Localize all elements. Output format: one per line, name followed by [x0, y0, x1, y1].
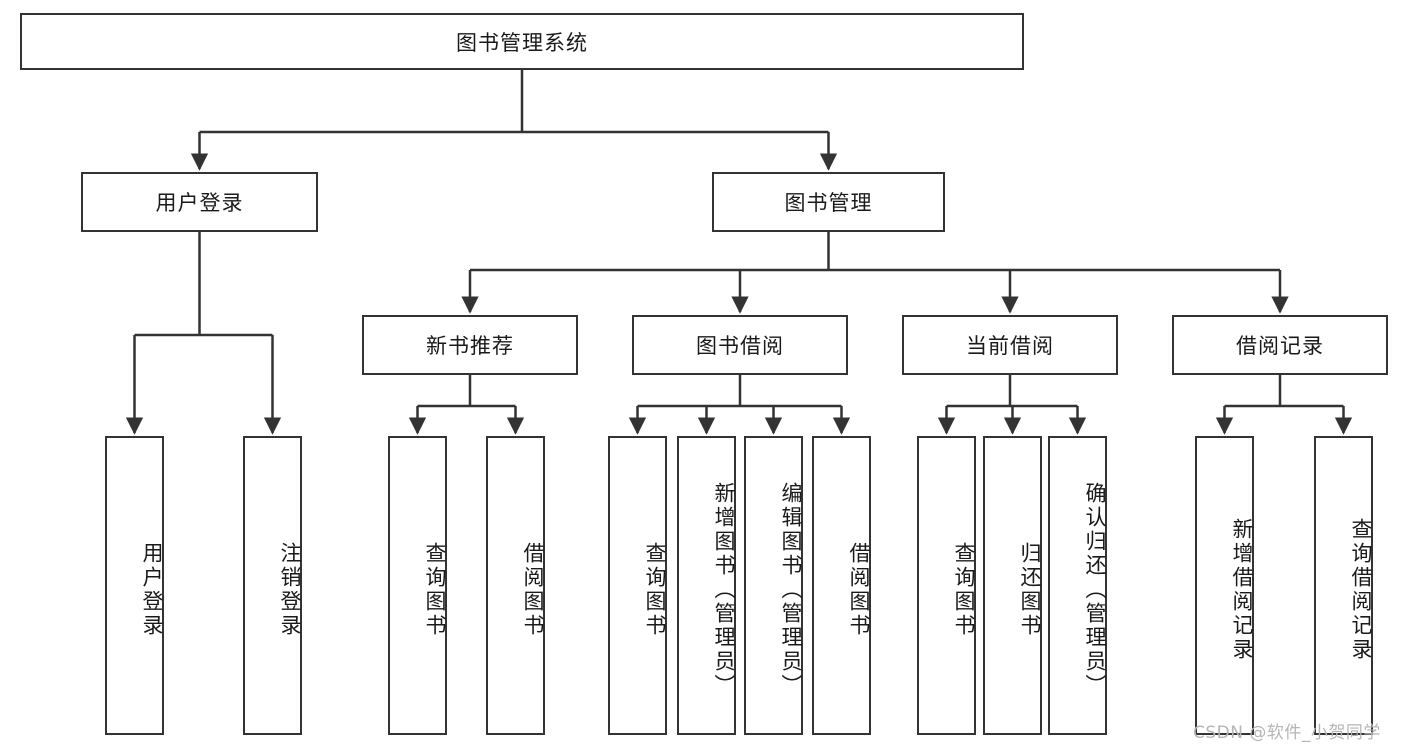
node-leaf-query-book-1-label: 查询图书 [423, 541, 447, 638]
node-leaf-query-book-1[interactable]: 查询图书 [388, 436, 447, 735]
node-leaf-add-record-label: 新增借阅记录 [1230, 517, 1254, 662]
node-leaf-borrow-book-1-label: 借阅图书 [521, 541, 545, 638]
node-book-manage[interactable]: 图书管理 [712, 172, 945, 232]
node-current-borrow[interactable]: 当前借阅 [902, 315, 1118, 375]
node-leaf-logout[interactable]: 注销登录 [243, 436, 302, 735]
node-leaf-user-login[interactable]: 用户登录 [105, 436, 164, 735]
node-new-book-recommend-label: 新书推荐 [426, 334, 514, 358]
node-leaf-edit-book[interactable]: 编辑图书（管理员） [744, 436, 803, 735]
node-borrow-record[interactable]: 借阅记录 [1172, 315, 1388, 375]
node-leaf-return-book-label: 归还图书 [1018, 541, 1042, 638]
node-root-label: 图书管理系统 [456, 30, 588, 55]
node-leaf-query-book-2-label: 查询图书 [643, 541, 667, 638]
node-book-manage-label: 图书管理 [784, 191, 873, 215]
node-leaf-add-record[interactable]: 新增借阅记录 [1195, 436, 1254, 735]
node-leaf-add-book-label: 新增图书（管理员） [712, 481, 736, 698]
node-book-borrow[interactable]: 图书借阅 [632, 315, 848, 375]
node-leaf-borrow-book-2[interactable]: 借阅图书 [812, 436, 871, 735]
node-user-login[interactable]: 用户登录 [81, 172, 318, 232]
node-leaf-edit-book-label: 编辑图书（管理员） [779, 481, 803, 698]
node-leaf-query-record-label: 查询借阅记录 [1349, 517, 1373, 662]
node-leaf-confirm-return[interactable]: 确认归还（管理员） [1048, 436, 1107, 735]
node-leaf-borrow-book-1[interactable]: 借阅图书 [486, 436, 545, 735]
node-leaf-confirm-return-label: 确认归还（管理员） [1083, 481, 1107, 698]
node-leaf-user-login-label: 用户登录 [140, 541, 164, 638]
csdn-watermark: CSDN @软件_小贺同学 [1193, 723, 1381, 743]
node-leaf-query-book-2[interactable]: 查询图书 [608, 436, 667, 735]
node-borrow-record-label: 借阅记录 [1236, 334, 1324, 358]
node-leaf-query-book-3[interactable]: 查询图书 [917, 436, 976, 735]
node-leaf-add-book[interactable]: 新增图书（管理员） [677, 436, 736, 735]
node-current-borrow-label: 当前借阅 [966, 334, 1054, 358]
node-user-login-label: 用户登录 [155, 191, 244, 215]
node-root[interactable]: 图书管理系统 [20, 13, 1024, 70]
node-leaf-borrow-book-2-label: 借阅图书 [847, 541, 871, 638]
node-new-book-recommend[interactable]: 新书推荐 [362, 315, 578, 375]
node-leaf-logout-label: 注销登录 [278, 541, 302, 638]
node-leaf-return-book[interactable]: 归还图书 [983, 436, 1042, 735]
node-book-borrow-label: 图书借阅 [696, 334, 784, 358]
node-leaf-query-book-3-label: 查询图书 [952, 541, 976, 638]
node-leaf-query-record[interactable]: 查询借阅记录 [1314, 436, 1373, 735]
